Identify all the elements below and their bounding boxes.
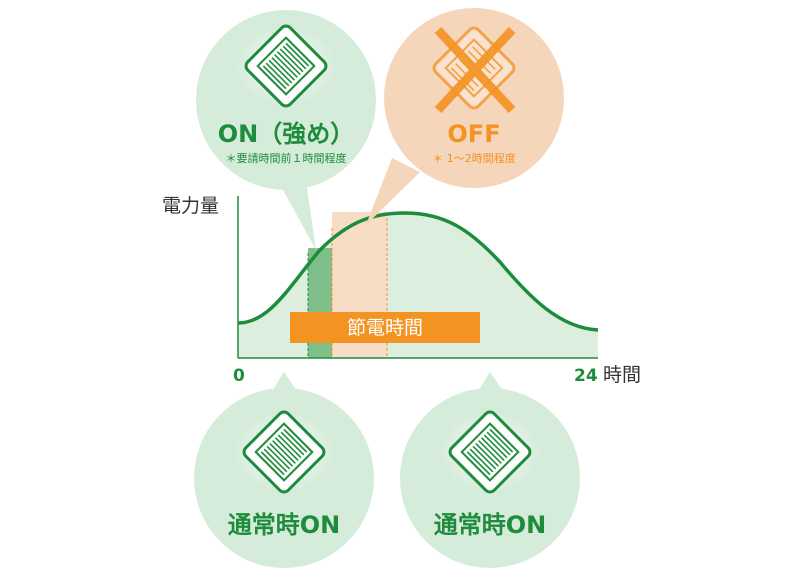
x-tick-start: 0 bbox=[233, 366, 245, 386]
bubble-off: OFF ＊ 1～2時間程度 bbox=[366, 8, 564, 225]
bubble-normal-right-title: 通常時ON bbox=[434, 511, 547, 539]
y-axis-label: 電力量 bbox=[162, 195, 219, 217]
bubble-normal-left-title: 通常時ON bbox=[228, 511, 341, 539]
saving-period-label: 節電時間 bbox=[347, 317, 423, 339]
bubble-off-title: OFF bbox=[447, 120, 500, 148]
x-tick-end: 24 bbox=[574, 366, 598, 386]
bubble-on-strong: ON（強め） ＊要請時間前１時間程度 bbox=[196, 10, 376, 250]
power-curve bbox=[237, 211, 599, 332]
x-axis-unit: 時間 bbox=[603, 364, 641, 386]
saving-period-bar bbox=[290, 312, 480, 343]
chart: 電力量 0 24 時間 節電時間 bbox=[162, 195, 641, 386]
bubble-on-strong-title: ON（強め） bbox=[218, 120, 355, 148]
bubble-off-note: ＊ 1～2時間程度 bbox=[432, 151, 516, 165]
cross-mark-icon bbox=[434, 26, 516, 114]
bubble-normal-left: 通常時ON bbox=[194, 372, 374, 568]
bubble-off-tail bbox=[366, 158, 420, 225]
bubble-on-strong-note: ＊要請時間前１時間程度 bbox=[226, 151, 347, 165]
bubble-normal-right: 通常時ON bbox=[400, 372, 580, 568]
